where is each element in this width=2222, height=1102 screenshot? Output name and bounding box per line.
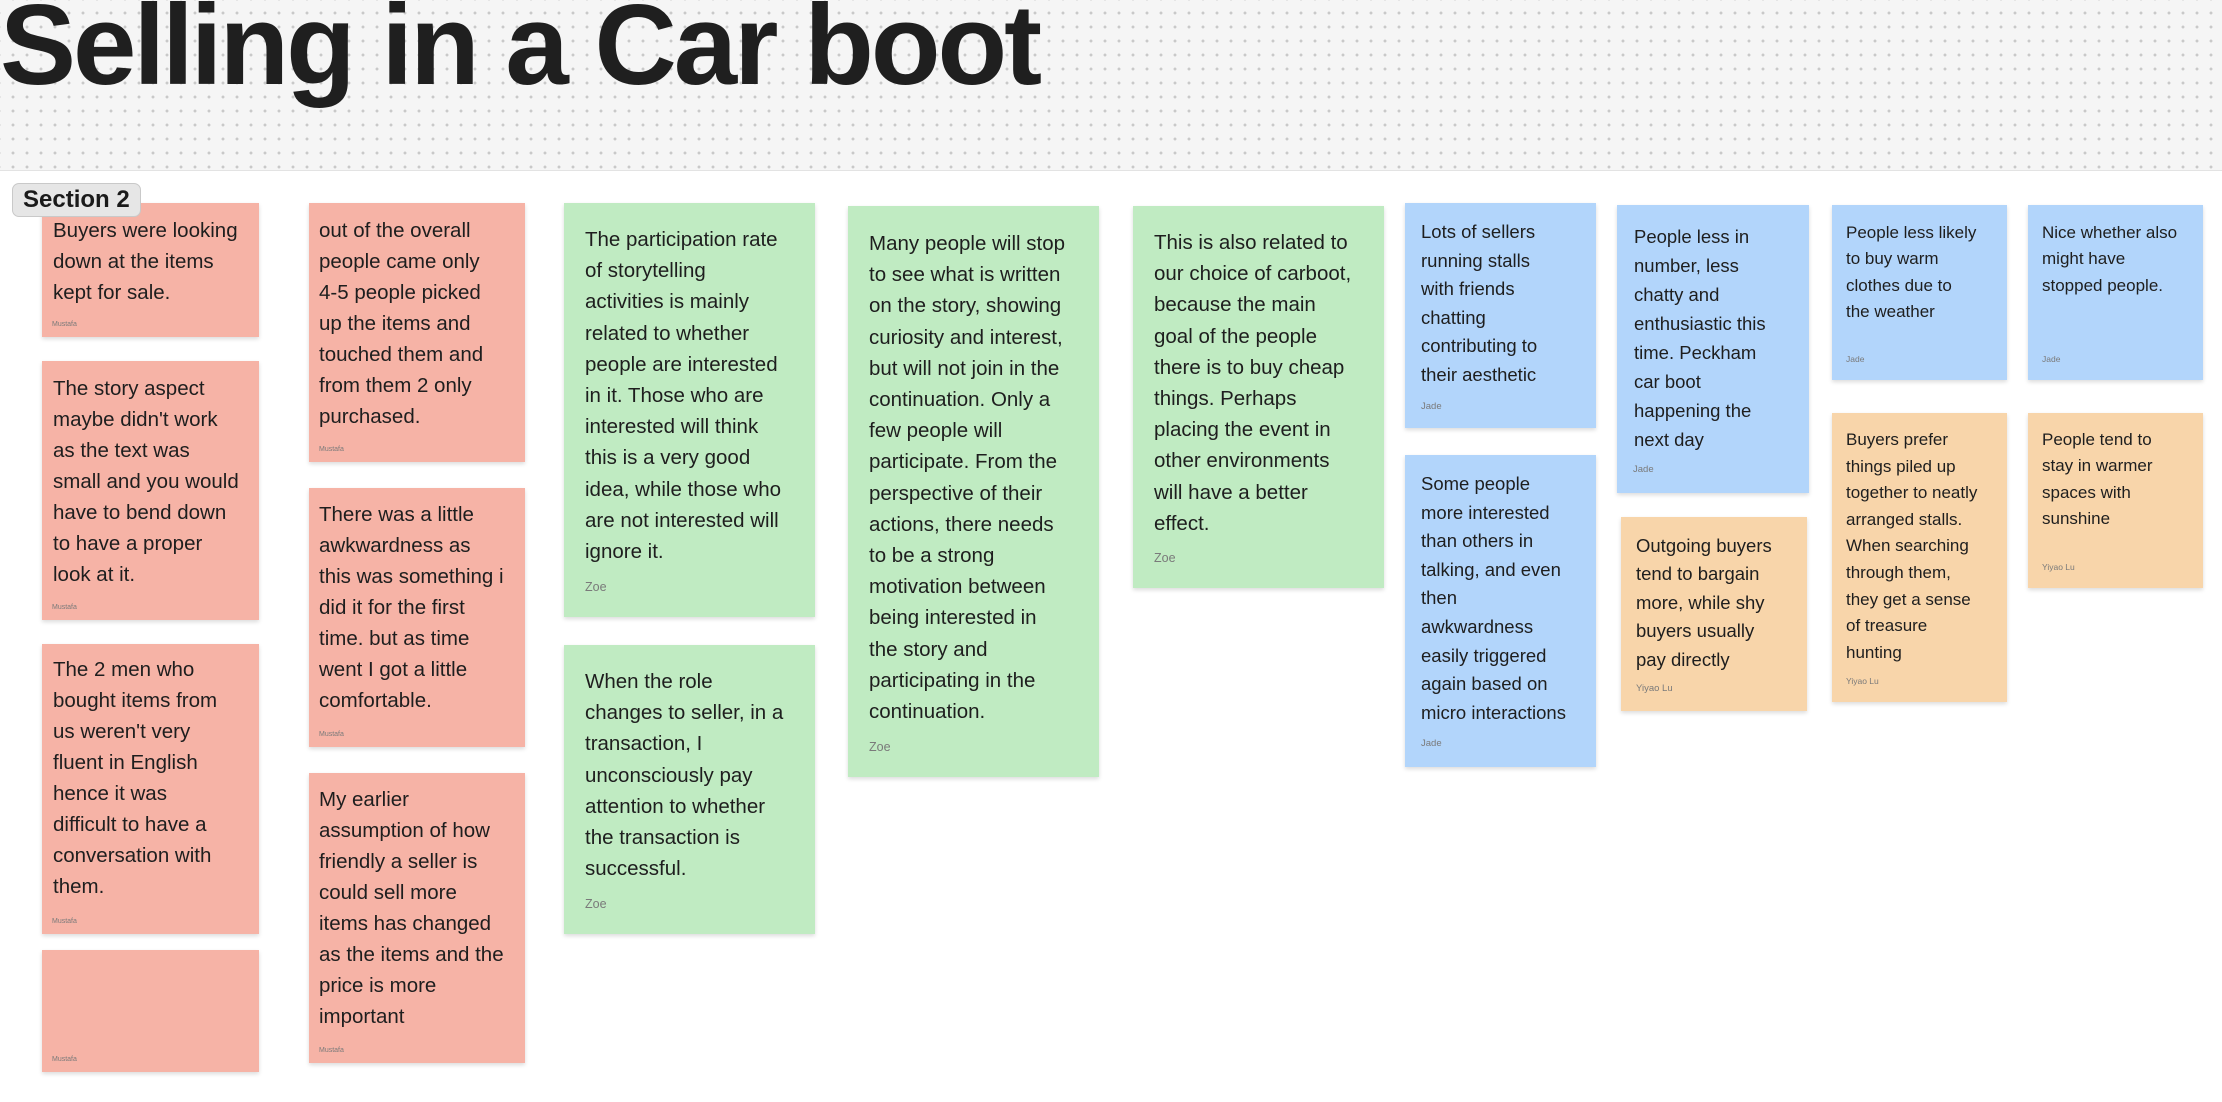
sticky-note-author: Jade [1633,464,1654,475]
sticky-note-text: People less in number, less chatty and e… [1634,226,1766,450]
sticky-note-text: When the role changes to seller, in a tr… [585,670,784,881]
sticky-note[interactable]: The 2 men who bought items from us weren… [42,644,259,934]
sticky-note-text: out of the overall people came only 4-5 … [319,219,484,428]
sticky-note-author: Yiyao Lu [2042,562,2075,572]
sticky-note[interactable]: Some people more interested than others … [1405,455,1596,767]
sticky-note[interactable]: Outgoing buyers tend to bargain more, wh… [1621,517,1807,711]
sticky-note[interactable]: The participation rate of storytelling a… [564,203,815,617]
board-title: Selling in a Car boot [0,0,1042,109]
sticky-note[interactable]: out of the overall people came only 4-5 … [309,203,525,462]
sticky-note-author: Zoe [585,897,607,911]
sticky-note[interactable]: When the role changes to seller, in a tr… [564,645,815,934]
sticky-note-text: Many people will stop to see what is wri… [869,232,1065,724]
sticky-note[interactable]: The story aspect maybe didn't work as th… [42,361,259,620]
sticky-note-text: There was a little awkwardness as this w… [319,503,504,712]
sticky-note[interactable]: People less in number, less chatty and e… [1617,205,1809,493]
sticky-note-text: Buyers prefer things piled up together t… [1846,430,1978,662]
sticky-note-text: The 2 men who bought items from us weren… [53,658,218,898]
sticky-note-text: Nice whether also might have stopped peo… [2042,223,2178,295]
sticky-note-author: Jade [2042,354,2061,364]
sticky-note-author: Mustafa [319,446,344,453]
sticky-note-author: Jade [1421,401,1442,412]
sticky-note-text: The participation rate of storytelling a… [585,228,782,564]
sticky-note-author: Zoe [585,580,607,594]
sticky-note[interactable]: There was a little awkwardness as this w… [309,488,525,747]
sticky-note-text: People tend to stay in warmer spaces wit… [2042,430,2153,528]
sticky-note[interactable]: Buyers were looking down at the items ke… [42,203,259,337]
sticky-note-text: Some people more interested than others … [1421,473,1566,723]
sticky-note-text: The story aspect maybe didn't work as th… [53,377,239,586]
sticky-note-text: Lots of sellers running stalls with frie… [1421,221,1538,385]
sticky-note[interactable]: Nice whether also might have stopped peo… [2028,205,2203,380]
sticky-note-author: Jade [1846,354,1865,364]
sticky-note-author: Mustafa [319,731,344,738]
sticky-note-author: Zoe [1154,551,1176,565]
sticky-note-author: Mustafa [52,918,77,925]
sticky-note-author: Yiyao Lu [1846,676,1879,686]
sticky-note[interactable]: This is also related to our choice of ca… [1133,206,1384,588]
sticky-note[interactable]: My earlier assumption of how friendly a … [309,773,525,1063]
sticky-note-text: Outgoing buyers tend to bargain more, wh… [1636,535,1772,670]
sticky-note-author: Yiyao Lu [1636,683,1673,694]
sticky-note[interactable]: People less likely to buy warm clothes d… [1832,205,2007,380]
sticky-note-author: Jade [1421,738,1442,749]
sticky-note[interactable]: Many people will stop to see what is wri… [848,206,1099,777]
sticky-note-author: Zoe [869,740,891,754]
sticky-note-text: My earlier assumption of how friendly a … [319,788,504,1028]
sticky-note-author: Mustafa [319,1047,344,1054]
section-label[interactable]: Section 2 [12,183,141,217]
sticky-note[interactable]: Mustafa [42,950,259,1072]
sticky-note[interactable]: People tend to stay in warmer spaces wit… [2028,413,2203,588]
sticky-note-text: This is also related to our choice of ca… [1154,231,1352,535]
sticky-note-author: Mustafa [52,604,77,611]
sticky-note-text: Buyers were looking down at the items ke… [53,219,238,304]
sticky-note-author: Mustafa [52,1056,77,1063]
sticky-note-text: People less likely to buy warm clothes d… [1846,223,1977,321]
sticky-note[interactable]: Buyers prefer things piled up together t… [1832,413,2007,702]
sticky-note-author: Mustafa [52,321,77,328]
sticky-note[interactable]: Lots of sellers running stalls with frie… [1405,203,1596,428]
